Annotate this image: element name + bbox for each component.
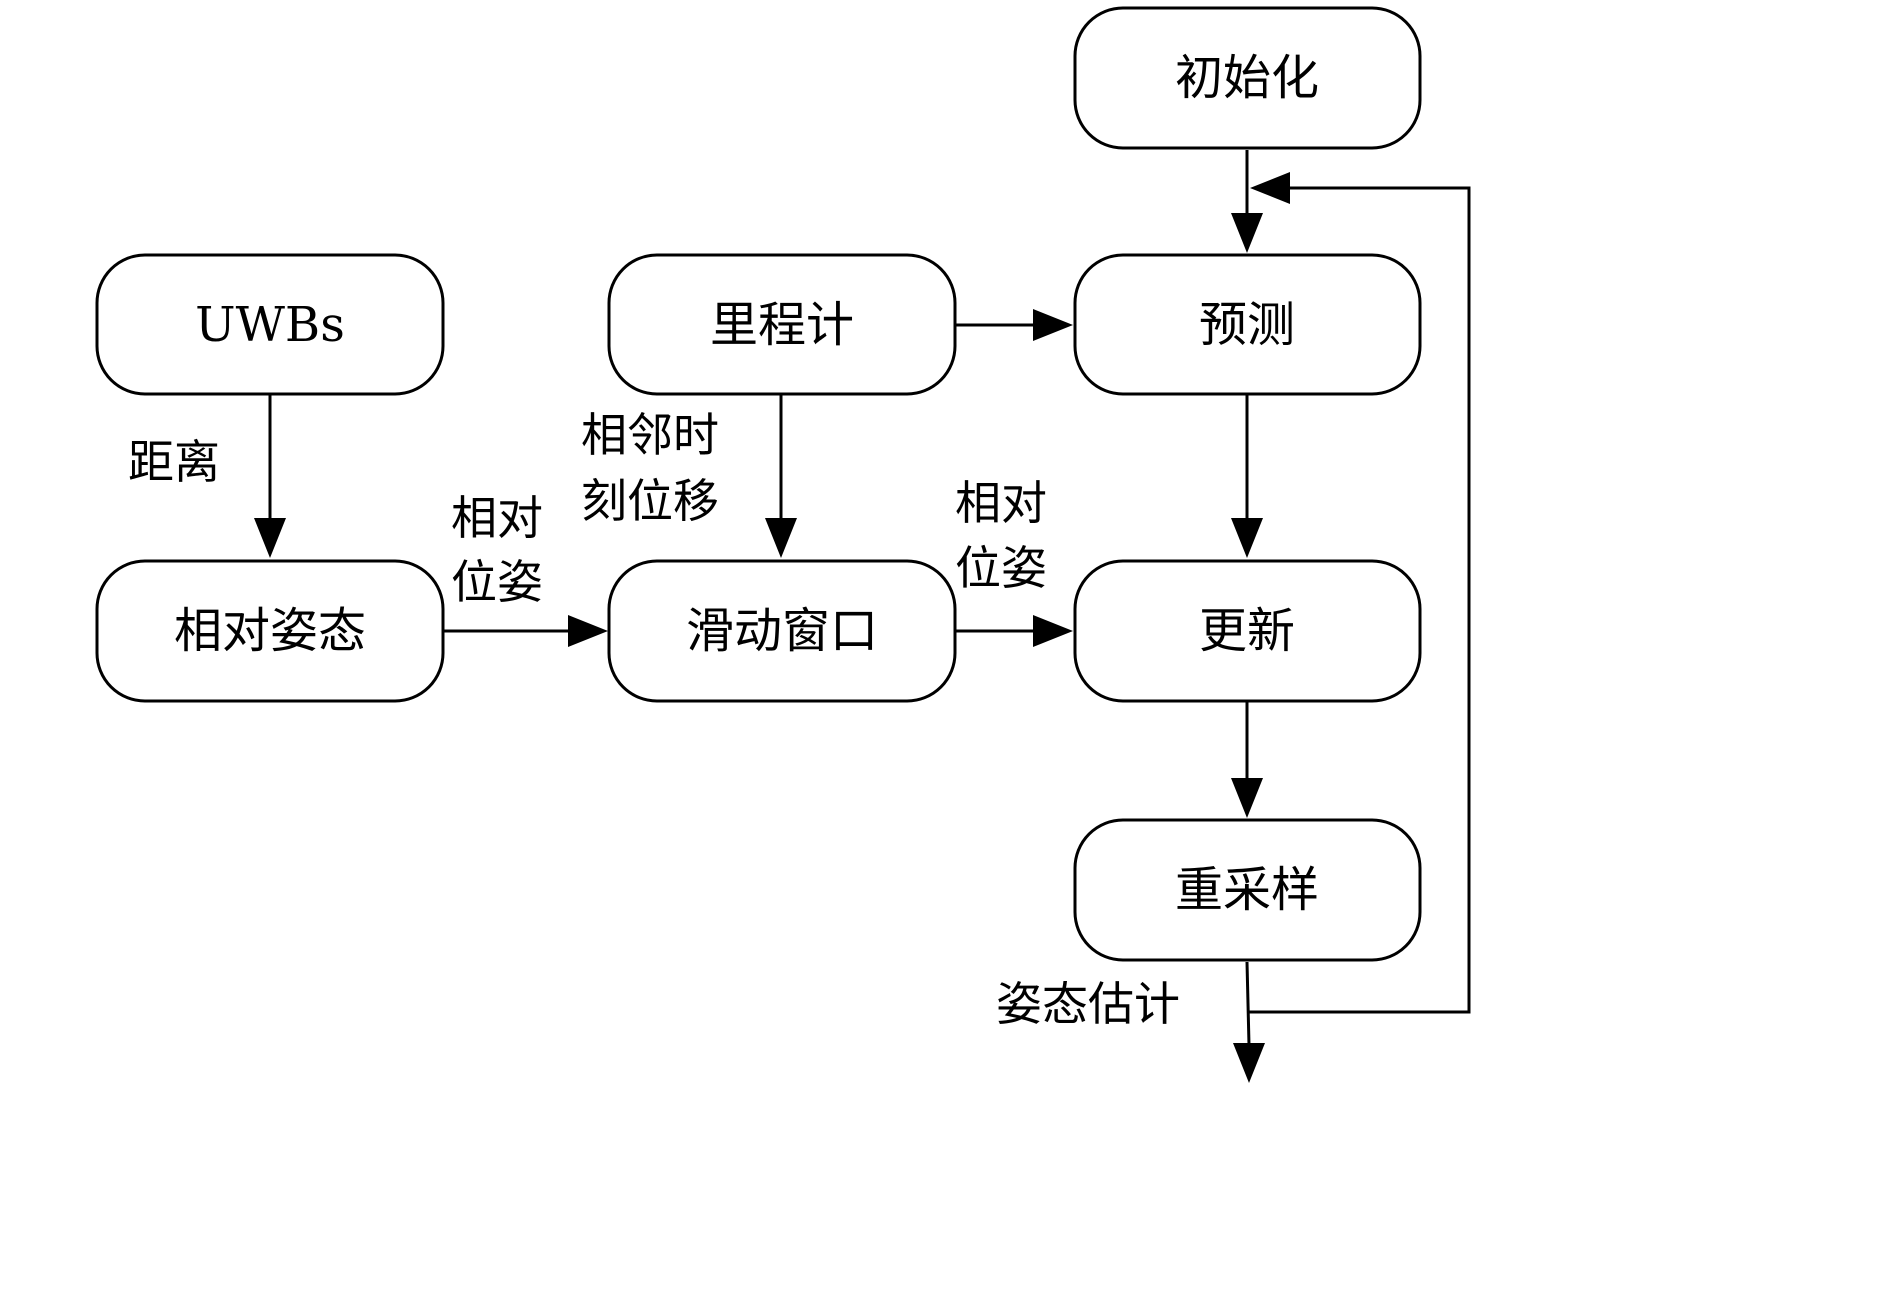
edge-loop-back (1249, 186, 1471, 1014)
edge-label-relative-pose-left-line1: 相对 (451, 491, 543, 545)
node-init: 初始化 (1073, 6, 1422, 150)
arrow-head-update-left (1033, 615, 1073, 647)
edge-label-relative-pose-right-line2: 位姿 (955, 541, 1047, 595)
node-update-label: 更新 (1199, 603, 1295, 659)
arrow-head-predict-top (1231, 213, 1263, 253)
flowchart: UWBs 相对姿态 里程计 滑动窗口 初始化 预测 更新 重采样 距离 相邻时 … (95, 6, 1471, 1083)
node-sliding-window: 滑动窗口 (607, 559, 957, 703)
node-init-label: 初始化 (1175, 50, 1319, 106)
edge-label-pose-estimate: 姿态估计 (996, 977, 1180, 1031)
node-sliding-window-label: 滑动窗口 (686, 603, 878, 659)
arrow-head-predict-left (1033, 309, 1073, 341)
arrow-head-sliding-window-left (568, 615, 608, 647)
edge-label-adjacent-displacement-line2: 刻位移 (581, 474, 719, 528)
node-odometer: 里程计 (607, 253, 957, 396)
edge-label-distance: 距离 (128, 435, 220, 489)
node-relative-pose-label: 相对姿态 (174, 603, 366, 659)
arrow-head-loop-back (1250, 172, 1290, 204)
node-uwbs: UWBs (95, 253, 445, 396)
edge-label-relative-pose-right-line1: 相对 (955, 476, 1047, 530)
node-update: 更新 (1073, 559, 1422, 703)
node-resample-label: 重采样 (1175, 862, 1319, 918)
edge-resample-to-output (1245, 961, 1251, 1046)
arrow-head-update-top (1231, 518, 1263, 558)
edge-label-adjacent-displacement-line1: 相邻时 (581, 408, 719, 462)
arrow-head-resample-top (1231, 778, 1263, 818)
arrow-head-relative-pose (254, 518, 286, 558)
edge-label-relative-pose-left-line2: 位姿 (451, 555, 543, 609)
node-resample: 重采样 (1073, 818, 1422, 962)
arrow-head-sliding-window-top (765, 518, 797, 558)
node-relative-pose: 相对姿态 (95, 559, 445, 703)
node-predict-label: 预测 (1199, 297, 1295, 353)
node-odometer-label: 里程计 (710, 297, 854, 353)
node-uwbs-label: UWBs (195, 297, 345, 353)
node-predict: 预测 (1073, 253, 1422, 396)
arrow-head-output (1233, 1043, 1265, 1083)
